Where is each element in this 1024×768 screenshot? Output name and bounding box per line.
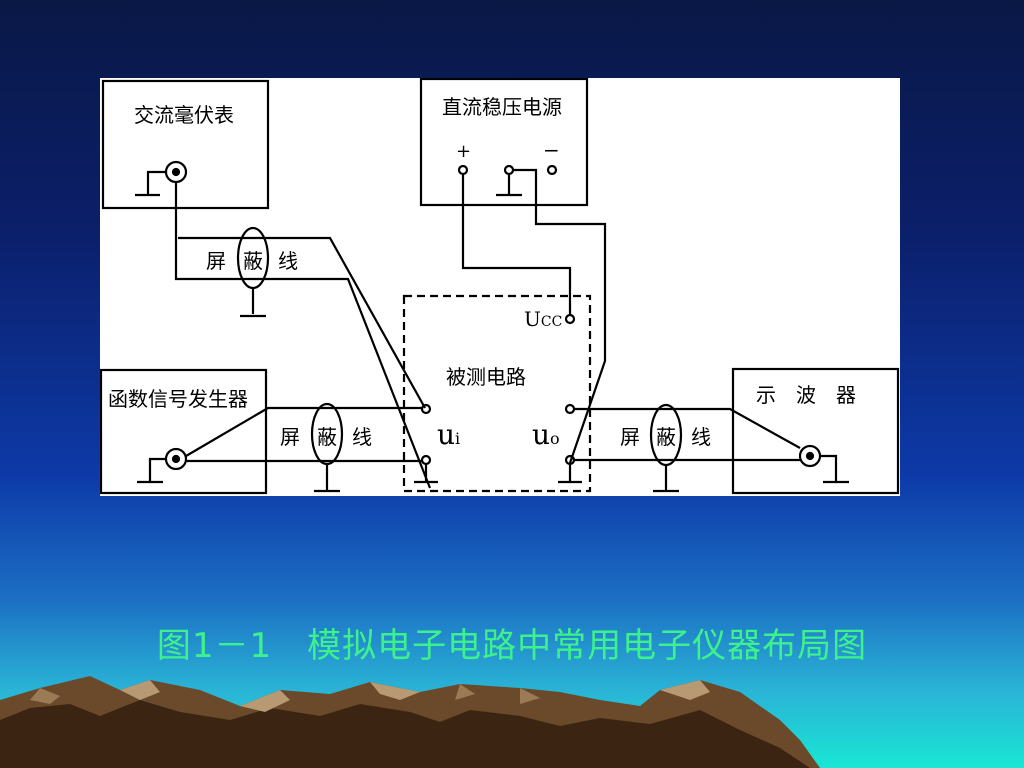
diagram-panel: 交流毫伏表 直流稳压电源 函数信号发生器 示 波 器 被测电路 + − UCC … bbox=[100, 78, 900, 496]
uo-label: uo bbox=[532, 418, 560, 451]
instrument-layout-diagram: 交流毫伏表 直流稳压电源 函数信号发生器 示 波 器 被测电路 + − UCC … bbox=[100, 78, 900, 495]
left-cable-label-3: 线 bbox=[352, 425, 372, 449]
oscilloscope-box bbox=[731, 367, 900, 495]
mountain-range bbox=[0, 676, 820, 768]
oscilloscope-label: 示 波 器 bbox=[756, 383, 856, 407]
upper-cable-label-3: 线 bbox=[278, 249, 298, 273]
circuit-under-test-box bbox=[402, 294, 592, 493]
left-cable-label-1: 屏 bbox=[280, 425, 300, 449]
upper-cable-label-1: 屏 bbox=[206, 249, 226, 273]
minus-terminal-label: − bbox=[543, 138, 560, 162]
ui-label: ui bbox=[437, 418, 460, 451]
figure-caption: 图1－1 模拟电子电路中常用电子仪器布局图 bbox=[156, 626, 868, 666]
dc-power-supply-box bbox=[419, 78, 589, 207]
function-generator-box bbox=[100, 368, 268, 495]
plus-terminal-label: + bbox=[456, 141, 471, 162]
circuit-under-test-label: 被测电路 bbox=[446, 365, 526, 389]
right-cable-label-3: 线 bbox=[691, 425, 711, 449]
right-cable-label-1: 屏 bbox=[620, 425, 640, 449]
right-cable-label-2: 蔽 bbox=[656, 425, 676, 449]
upper-cable-label-2: 蔽 bbox=[243, 249, 263, 273]
function-generator-label: 函数信号发生器 bbox=[108, 387, 248, 411]
dc-power-supply-label: 直流稳压电源 bbox=[442, 95, 562, 119]
ac-millivoltmeter-box bbox=[101, 79, 270, 210]
ucc-label: UCC bbox=[524, 307, 562, 331]
ac-millivoltmeter-label: 交流毫伏表 bbox=[134, 103, 234, 127]
left-cable-label-2: 蔽 bbox=[317, 425, 337, 449]
